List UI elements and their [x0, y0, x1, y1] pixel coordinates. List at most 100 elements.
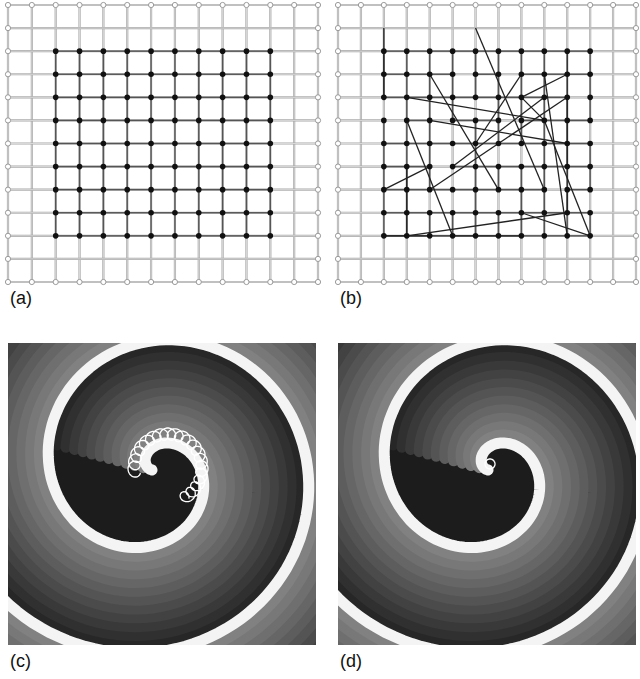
- node-dot: [244, 95, 250, 101]
- link: [475, 74, 476, 97]
- boundary-node: [335, 25, 340, 30]
- node-dot: [450, 187, 456, 193]
- node-dot: [77, 187, 83, 193]
- link: [475, 167, 476, 190]
- link: [222, 190, 223, 213]
- node-dot: [381, 210, 387, 216]
- link: [270, 51, 271, 74]
- node-dot: [519, 71, 525, 77]
- wave-band: [8, 343, 316, 645]
- link: [384, 50, 407, 51]
- node-dot: [77, 95, 83, 101]
- link: [103, 120, 127, 121]
- link: [223, 120, 247, 121]
- boundary-node: [315, 141, 320, 146]
- node-dot: [124, 164, 130, 170]
- node-dot: [148, 233, 154, 239]
- link: [199, 143, 223, 144]
- node-dot: [172, 187, 178, 193]
- link: [198, 167, 199, 190]
- link: [80, 189, 104, 190]
- boundary-node: [77, 2, 82, 7]
- boundary-node: [450, 2, 455, 7]
- node-dot: [101, 118, 107, 124]
- link: [270, 74, 271, 97]
- node-dot: [587, 95, 593, 101]
- link: [199, 189, 223, 190]
- node-dot: [220, 48, 226, 54]
- node-dot: [564, 95, 570, 101]
- link: [56, 235, 80, 236]
- link: [55, 97, 56, 120]
- wave-band: [8, 343, 316, 645]
- link: [498, 213, 499, 236]
- node-dot: [519, 187, 525, 193]
- link: [430, 143, 453, 144]
- link: [150, 120, 151, 143]
- wave-band: [8, 343, 316, 645]
- node-dot: [404, 187, 410, 193]
- link: [475, 51, 476, 74]
- link: [103, 143, 127, 144]
- link: [56, 143, 80, 144]
- node-dot: [101, 71, 107, 77]
- link: [79, 97, 80, 120]
- long-link: [407, 97, 545, 120]
- boundary-node: [315, 187, 320, 192]
- link: [246, 51, 247, 74]
- grid-line: [338, 28, 636, 29]
- boundary-node: [315, 256, 320, 261]
- node-dot: [564, 141, 570, 147]
- node-dot: [220, 164, 226, 170]
- node-dot: [587, 233, 593, 239]
- boundary-node: [196, 279, 201, 284]
- boundary-node: [633, 256, 638, 261]
- link: [270, 167, 271, 190]
- link: [246, 166, 270, 167]
- node-dot: [587, 187, 593, 193]
- node-dot: [381, 141, 387, 147]
- boundary-node: [292, 2, 297, 7]
- link: [544, 97, 545, 120]
- boundary-node: [220, 2, 225, 7]
- link: [223, 212, 247, 213]
- link: [521, 235, 544, 236]
- boundary-node: [5, 233, 10, 238]
- link: [127, 189, 151, 190]
- link: [544, 235, 567, 236]
- boundary-node: [125, 2, 130, 7]
- boundary-node: [610, 279, 615, 284]
- boundary-node: [29, 279, 34, 284]
- link: [150, 167, 151, 190]
- link: [270, 190, 271, 213]
- link: [383, 213, 384, 236]
- grid-border: [8, 5, 318, 282]
- link: [223, 143, 247, 144]
- link: [80, 235, 104, 236]
- link: [56, 50, 80, 51]
- node-dot: [450, 48, 456, 54]
- node-dot: [404, 141, 410, 147]
- node-dot: [587, 71, 593, 77]
- wave-band: [8, 343, 316, 645]
- node-dot: [148, 71, 154, 77]
- boundary-node: [450, 279, 455, 284]
- wave-band: [8, 343, 316, 645]
- boundary-node: [335, 118, 340, 123]
- link: [498, 143, 521, 144]
- node-dot: [101, 187, 107, 193]
- node-dot: [473, 164, 479, 170]
- link: [270, 120, 271, 143]
- link: [80, 97, 104, 98]
- node-dot: [124, 233, 130, 239]
- node-dot: [427, 141, 433, 147]
- link: [103, 166, 127, 167]
- node-dot: [148, 210, 154, 216]
- node-dot: [244, 48, 250, 54]
- link: [453, 97, 476, 98]
- node-dot: [268, 233, 274, 239]
- link: [567, 212, 590, 213]
- link: [475, 213, 476, 236]
- link: [56, 97, 80, 98]
- node-dot: [496, 48, 502, 54]
